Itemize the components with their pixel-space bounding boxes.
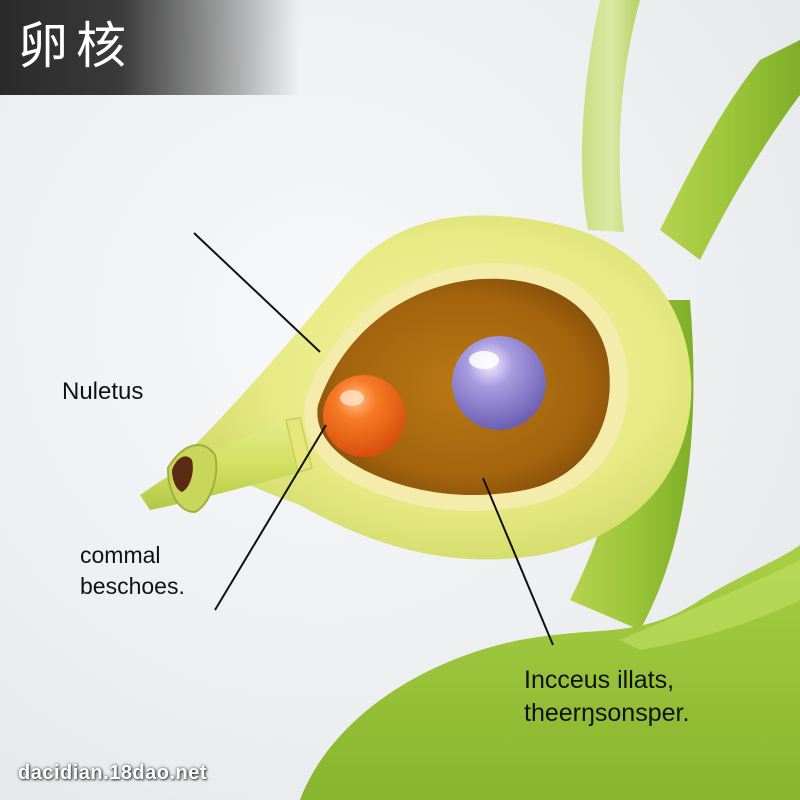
label-commal-line2: beschoes. xyxy=(80,573,185,599)
label-commal-line1: commal xyxy=(80,542,161,568)
label-inceus: Incceus illats, theerŋsonsper. xyxy=(524,664,689,730)
leader-line-inceus xyxy=(482,477,554,646)
label-inceus-line2: theerŋsonsper. xyxy=(524,699,690,727)
thin-stem xyxy=(581,0,640,232)
nucleus-sphere xyxy=(452,336,546,430)
nucleolus-sphere xyxy=(323,375,405,457)
label-nuletus: Nuletus xyxy=(62,378,144,405)
base-mass xyxy=(300,545,800,800)
main-stem xyxy=(660,40,800,260)
nucleolus-highlight xyxy=(340,390,364,406)
label-commal: commal beschoes. xyxy=(80,540,185,602)
tube-dark-inner xyxy=(172,456,193,492)
label-inceus-line1: Incceus illats, xyxy=(524,666,675,694)
nucleus-highlight xyxy=(469,351,499,369)
title-banner: 卵核 xyxy=(0,0,300,95)
leader-line-nuletus xyxy=(193,232,321,353)
leader-line-commal xyxy=(214,424,327,611)
page-title: 卵核 xyxy=(18,17,134,75)
watermark: dacidian.18dao.net xyxy=(18,762,208,784)
base-mass-highlight xyxy=(620,560,800,650)
